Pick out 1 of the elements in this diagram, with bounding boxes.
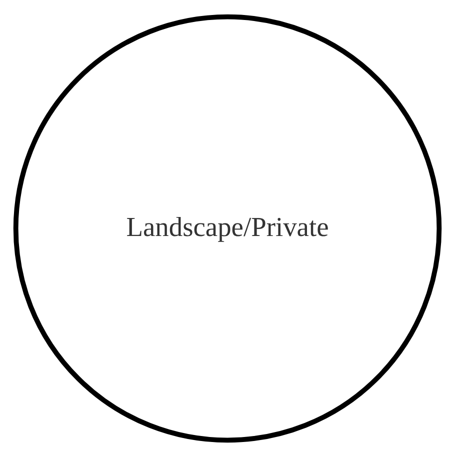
node-circle: Landscape/Private	[13, 14, 442, 442]
